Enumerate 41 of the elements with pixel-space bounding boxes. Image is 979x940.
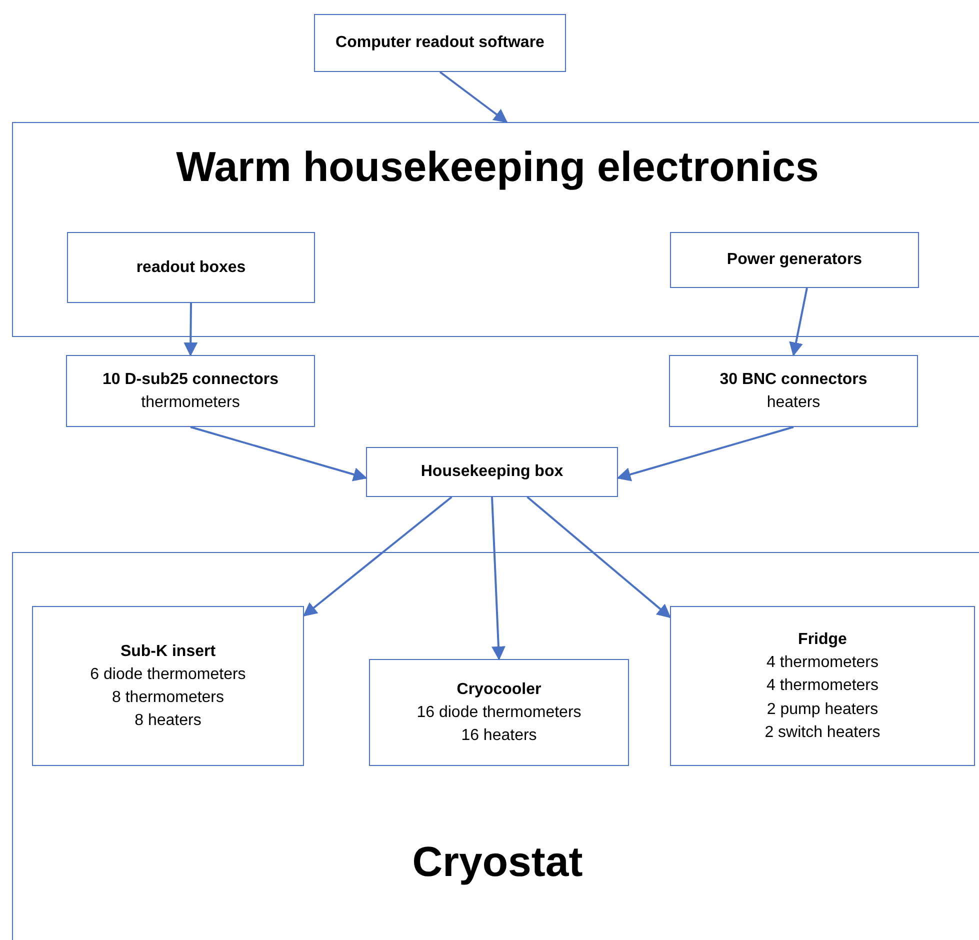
- process-box: [670, 232, 919, 288]
- arrow: [184, 302, 198, 356]
- process-box: [366, 447, 618, 497]
- box-text: 4 thermometers: [766, 676, 879, 696]
- process-box: [66, 355, 315, 427]
- box-heading: 30 BNC connectors: [720, 370, 868, 390]
- box-heading: Power generators: [726, 250, 862, 270]
- arrow: [789, 288, 808, 356]
- group-band: [12, 552, 979, 940]
- box-text: 16 heaters: [461, 726, 537, 746]
- arrow: [616, 426, 794, 482]
- box-text: 8 thermometers: [112, 688, 224, 708]
- process-box: [32, 606, 304, 766]
- box-heading: Sub-K insert: [120, 642, 216, 662]
- box-text: 4 thermometers: [766, 653, 879, 674]
- box-heading: 10 D-sub25 connectors: [102, 370, 279, 390]
- group-band: [12, 122, 979, 337]
- process-box: [669, 355, 918, 427]
- band-title: Cryostat: [411, 838, 584, 886]
- process-box: [314, 14, 566, 72]
- box-text: 6 diode thermometers: [90, 664, 246, 685]
- box-heading: Housekeeping box: [420, 462, 564, 482]
- box-text: 16 diode thermometers: [416, 702, 582, 723]
- process-box: [67, 232, 315, 303]
- box-heading: readout boxes: [136, 258, 246, 278]
- arrow: [190, 426, 368, 482]
- box-text: thermometers: [141, 393, 240, 413]
- arrow: [526, 496, 672, 618]
- box-heading: Computer readout software: [336, 33, 544, 54]
- band-title: Warm housekeeping electronics: [175, 143, 820, 191]
- box-heading: Fridge: [798, 630, 847, 650]
- box-text: 2 switch heaters: [764, 722, 880, 743]
- box-text: heaters: [766, 393, 820, 413]
- process-box: [369, 659, 629, 766]
- box-heading: Cryocooler: [456, 680, 542, 700]
- arrow: [491, 496, 506, 660]
- arrow: [302, 496, 452, 616]
- box-text: 8 heaters: [134, 711, 202, 732]
- arrow: [439, 71, 508, 123]
- process-box: [670, 606, 975, 766]
- box-text: 2 pump heaters: [766, 700, 878, 720]
